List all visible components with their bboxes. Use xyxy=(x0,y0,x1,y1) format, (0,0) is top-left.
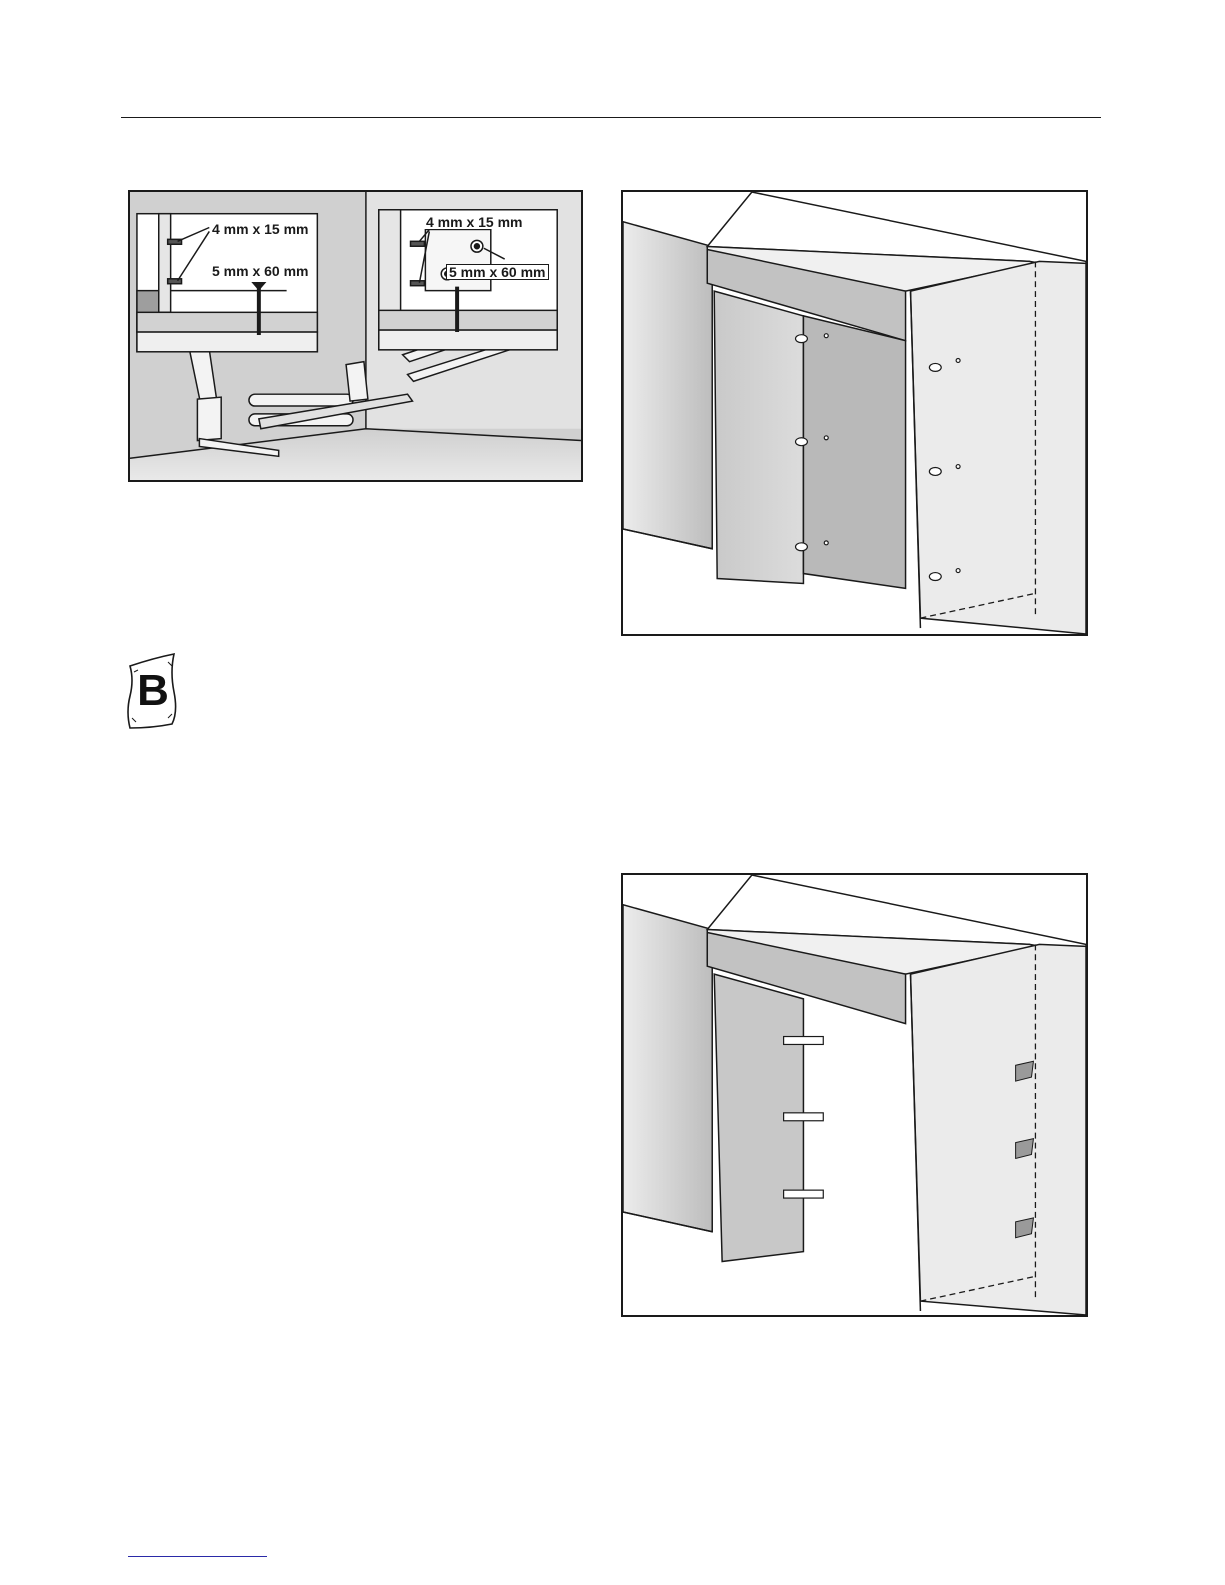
accessory-bag-icon: B xyxy=(124,652,182,730)
door-panel-screws-icon xyxy=(623,192,1086,634)
installation-detail-figure: 4 mm x 15 mm 5 mm x 60 mm 4 mm x 15 mm 5… xyxy=(128,190,583,482)
screw-size-label: 5 mm x 60 mm xyxy=(446,264,549,280)
header-rule xyxy=(121,117,1101,118)
screw-size-label: 4 mm x 15 mm xyxy=(424,215,525,229)
bag-letter: B xyxy=(124,666,182,716)
installation-detail-illustration xyxy=(130,192,581,480)
door-panel-screws-figure xyxy=(621,190,1088,636)
door-panel-brackets-icon xyxy=(623,875,1086,1315)
screw-size-label: 5 mm x 60 mm xyxy=(210,264,311,278)
door-panel-brackets-figure xyxy=(621,873,1088,1317)
footer-link-line xyxy=(128,1556,267,1557)
screw-size-label: 4 mm x 15 mm xyxy=(210,222,311,236)
